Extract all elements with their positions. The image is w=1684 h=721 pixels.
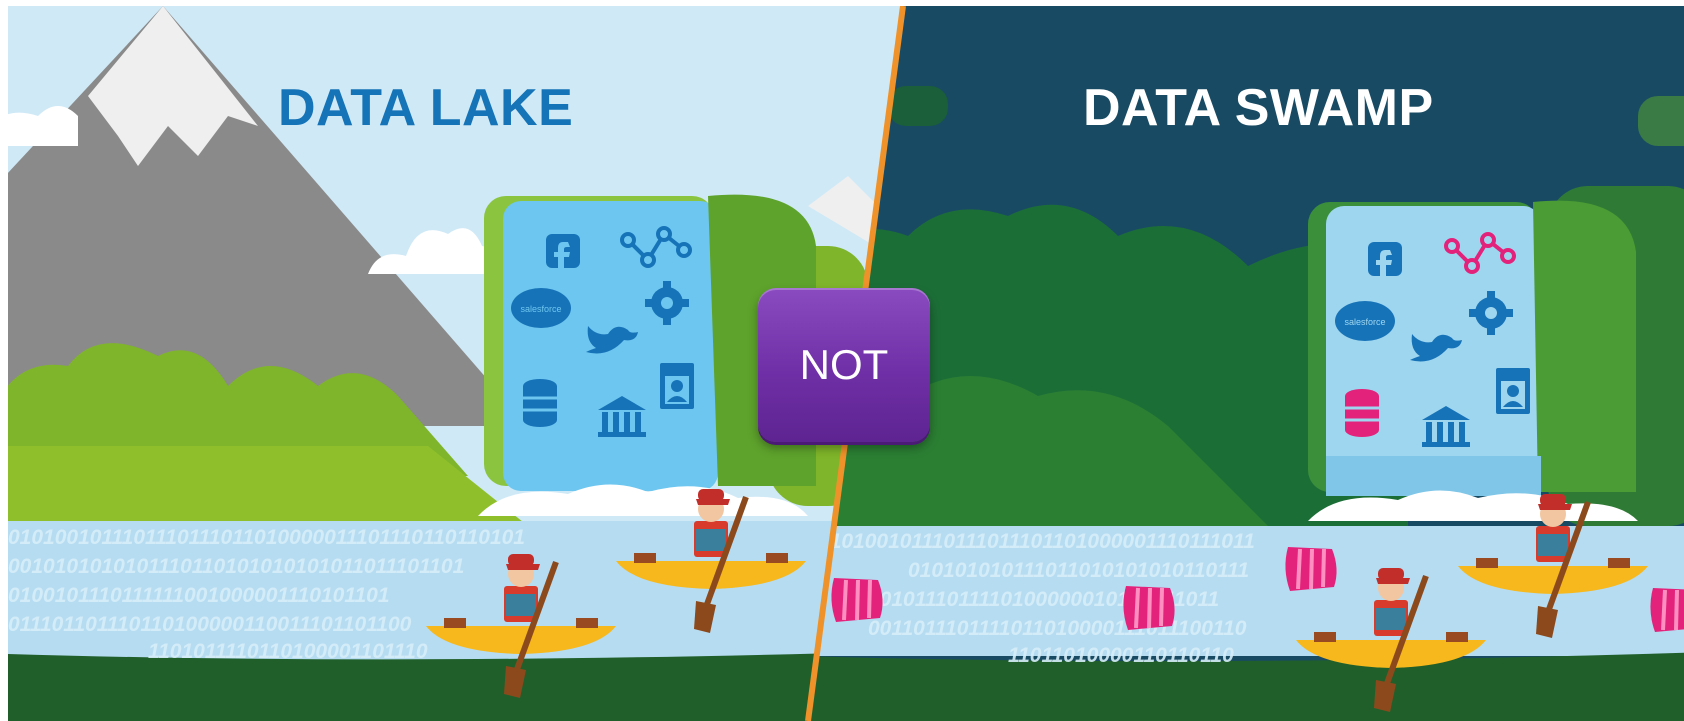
binary-row-4: 0011011101111011010000111011100110 xyxy=(868,617,1247,640)
bushes-shape xyxy=(8,343,468,476)
twitter-icon xyxy=(586,326,638,354)
barrel-icon xyxy=(829,576,885,624)
barrel-icon xyxy=(1283,545,1339,593)
database-icon xyxy=(523,379,557,427)
data-lake-title: DATA LAKE xyxy=(278,79,574,137)
illustration: salesforce 01010010111011101110 xyxy=(8,6,1684,721)
twitter-icon xyxy=(1410,334,1462,362)
cloud-shape xyxy=(368,228,498,274)
salesforce-icon-text: salesforce xyxy=(520,304,561,314)
binary-row-2: 0010101010101110110101010101011011101101 xyxy=(8,555,464,578)
binary-row-4: 011101101110110100000110011101101100 xyxy=(8,613,412,636)
database-icon xyxy=(1345,389,1379,437)
binary-row-1: 010100101110111011101101000001110111011 xyxy=(818,530,1255,553)
splash-shape xyxy=(478,484,808,516)
binary-row-3: 0100101110111111001000001110101101 xyxy=(8,584,390,607)
bank-icon xyxy=(598,396,646,437)
gear-icon xyxy=(645,281,689,325)
data-swamp-title: DATA SWAMP xyxy=(1083,79,1434,137)
gear-icon xyxy=(1469,291,1513,335)
binary-row-1: 0101001011101110111011010000011101110110… xyxy=(8,526,525,549)
barrel-icon xyxy=(1648,586,1684,634)
not-badge: NOT xyxy=(758,288,930,442)
bank-icon xyxy=(1422,406,1470,447)
share-nodes-icon xyxy=(1444,232,1516,274)
id-card-icon xyxy=(660,363,694,409)
share-nodes-icon xyxy=(620,226,692,268)
binary-row-2: 010101010111011010101010110111 xyxy=(908,559,1249,582)
not-badge-label: NOT xyxy=(799,341,889,388)
binary-row-5: 1101011110110100001101110 xyxy=(148,640,428,663)
salesforce-icon-text: salesforce xyxy=(1344,317,1385,327)
barrel-icon xyxy=(1121,584,1177,632)
salesforce-icon xyxy=(1335,301,1395,341)
salesforce-icon xyxy=(511,288,571,328)
binary-row-5: 11011010000110110110 xyxy=(1008,644,1234,667)
id-card-icon xyxy=(1496,368,1530,414)
data-swamp-scene: salesforce 010100101110111 xyxy=(808,6,1684,721)
